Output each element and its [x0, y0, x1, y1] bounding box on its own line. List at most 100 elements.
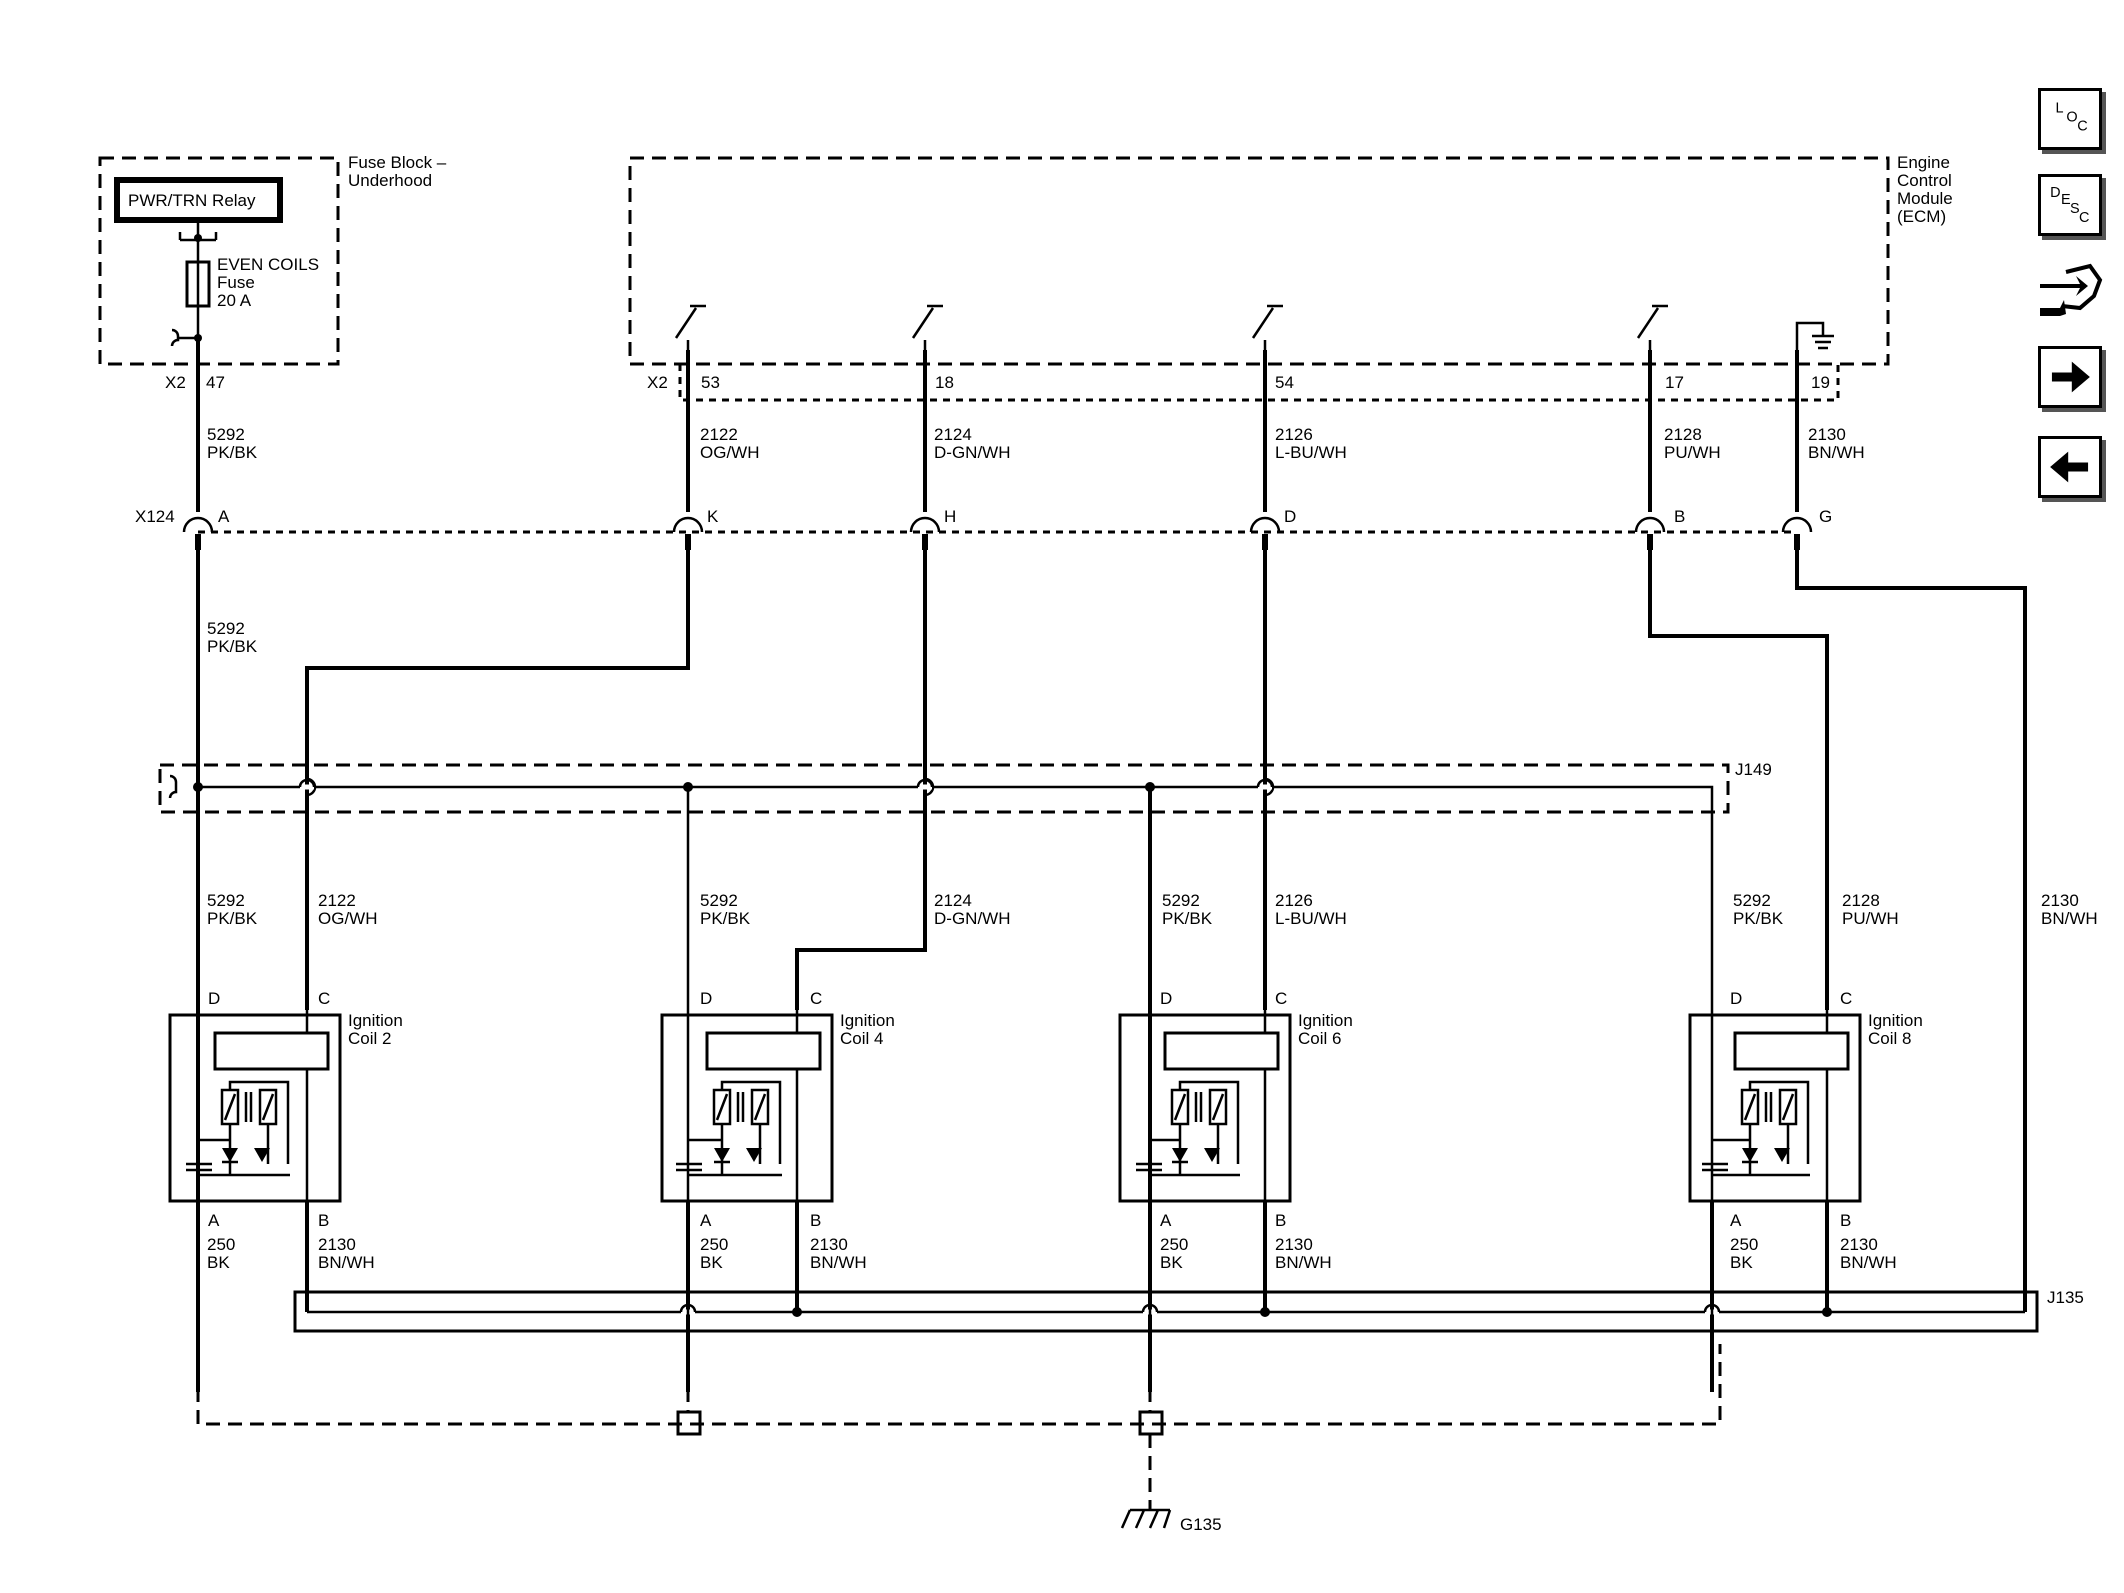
svg-text:2128: 2128: [1664, 425, 1702, 444]
svg-text:G: G: [1819, 507, 1832, 526]
svg-text:S: S: [2070, 201, 2080, 217]
ecm-title-4: (ECM): [1897, 207, 1946, 226]
j135-label: J135: [2047, 1288, 2084, 1307]
svg-text:B: B: [318, 1211, 329, 1230]
svg-text:5292: 5292: [700, 891, 738, 910]
svg-text:D: D: [1730, 989, 1742, 1008]
svg-text:2124: 2124: [934, 891, 972, 910]
svg-text:C: C: [1840, 989, 1852, 1008]
svg-text:B: B: [810, 1211, 821, 1230]
svg-text:Coil 4: Coil 4: [840, 1029, 883, 1048]
svg-text:BN/WH: BN/WH: [1840, 1253, 1897, 1272]
svg-text:2122: 2122: [318, 891, 356, 910]
svg-text:OG/WH: OG/WH: [318, 909, 378, 928]
svg-text:L-BU/WH: L-BU/WH: [1275, 443, 1347, 462]
ecm-switch-17: [1636, 304, 1668, 350]
svg-text:C: C: [318, 989, 330, 1008]
ecm-switch-18: [911, 304, 943, 350]
svg-text:B: B: [1840, 1211, 1851, 1230]
svg-text:C: C: [1275, 989, 1287, 1008]
svg-text:PU/WH: PU/WH: [1664, 443, 1721, 462]
ecm-title-2: Control: [1897, 171, 1952, 190]
fuse-rating: 20 A: [217, 291, 252, 310]
svg-text:PK/BK: PK/BK: [207, 637, 258, 656]
svg-text:D: D: [2050, 185, 2060, 201]
fuse-block-title: Fuse Block –: [348, 153, 447, 172]
svg-text:C: C: [2079, 210, 2089, 226]
svg-text:5292: 5292: [207, 425, 245, 444]
arrow-right-icon[interactable]: [2038, 346, 2102, 408]
svg-text:5292: 5292: [207, 891, 245, 910]
ecm: Engine Control Module (ECM) X2 53 18 54 …: [628, 153, 1953, 402]
loc-button[interactable]: L O C: [2038, 88, 2102, 150]
svg-text:O: O: [2066, 110, 2077, 126]
svg-text:Coil 2: Coil 2: [348, 1029, 391, 1048]
j149-label: J149: [1735, 760, 1772, 779]
svg-text:PK/BK: PK/BK: [1733, 909, 1784, 928]
svg-text:BK: BK: [207, 1253, 230, 1272]
svg-text:D-GN/WH: D-GN/WH: [934, 909, 1010, 928]
svg-text:K: K: [707, 507, 719, 526]
wires-bottom: [196, 1201, 1829, 1392]
svg-text:250: 250: [207, 1235, 235, 1254]
svg-text:5292: 5292: [1733, 891, 1771, 910]
svg-text:2124: 2124: [934, 425, 972, 444]
ground-g135: G135: [196, 1344, 1722, 1534]
svg-text:L: L: [2056, 101, 2064, 117]
wires-middle: [196, 550, 2027, 1344]
ignition-coil-6: D C Ignition Coil 6 A B: [1118, 989, 1353, 1230]
fuse-block-subtitle: Underhood: [348, 171, 432, 190]
ignition-coil-4: D C Ignition Coil 4 A B: [660, 989, 895, 1230]
ignition-coil-8: D C Ignition Coil 8 A B: [1688, 989, 1923, 1230]
svg-text:Ignition: Ignition: [1868, 1011, 1923, 1030]
ecm-pin-19: 19: [1811, 373, 1830, 392]
svg-text:Ignition: Ignition: [348, 1011, 403, 1030]
svg-text:BK: BK: [1160, 1253, 1183, 1272]
ecm-title-3: Module: [1897, 189, 1953, 208]
fuse-block: Fuse Block – Underhood PWR/TRN Relay EVE…: [98, 153, 447, 392]
ecm-pin-54: 54: [1275, 373, 1294, 392]
wire-labels-coil-inputs: 5292 PK/BK 2122 OG/WH 5292 PK/BK 2124 D-…: [207, 891, 2098, 928]
j149-splice: J149: [158, 760, 1772, 1010]
ecm-pin-53: 53: [701, 373, 720, 392]
x124-label: X124: [135, 507, 175, 526]
svg-text:BK: BK: [700, 1253, 723, 1272]
relay-label: PWR/TRN Relay: [128, 191, 256, 210]
x124-connector: X124 A K H D B G: [135, 507, 1832, 550]
svg-text:2130: 2130: [318, 1235, 356, 1254]
svg-text:Coil 8: Coil 8: [1868, 1029, 1911, 1048]
ecm-switch-54: [1251, 304, 1283, 350]
fuse-block-connector: X2: [165, 373, 186, 392]
svg-text:2126: 2126: [1275, 425, 1313, 444]
svg-text:D-GN/WH: D-GN/WH: [934, 443, 1010, 462]
desc-button[interactable]: D E S C: [2038, 174, 2102, 236]
arrow-left-icon[interactable]: [2038, 436, 2102, 498]
svg-text:A: A: [700, 1211, 712, 1230]
svg-text:PK/BK: PK/BK: [1162, 909, 1213, 928]
svg-text:A: A: [208, 1211, 220, 1230]
svg-text:250: 250: [700, 1235, 728, 1254]
svg-text:BN/WH: BN/WH: [1808, 443, 1865, 462]
svg-text:2122: 2122: [700, 425, 738, 444]
svg-text:A: A: [1160, 1211, 1172, 1230]
svg-text:BN/WH: BN/WH: [810, 1253, 867, 1272]
svg-text:PK/BK: PK/BK: [207, 443, 258, 462]
svg-text:2126: 2126: [1275, 891, 1313, 910]
svg-text:C: C: [810, 989, 822, 1008]
j135-splice: J135: [293, 1288, 2084, 1333]
ecm-title-1: Engine: [1897, 153, 1950, 172]
svg-text:L-BU/WH: L-BU/WH: [1275, 909, 1347, 928]
ecm-pin-18: 18: [935, 373, 954, 392]
svg-text:B: B: [1275, 1211, 1286, 1230]
ignition-coil-2: D C Ignition Coil 2 A B: [168, 989, 403, 1230]
svg-text:2128: 2128: [1842, 891, 1880, 910]
svg-text:D: D: [1160, 989, 1172, 1008]
svg-text:250: 250: [1160, 1235, 1188, 1254]
svg-text:B: B: [1674, 507, 1685, 526]
svg-text:Ignition: Ignition: [1298, 1011, 1353, 1030]
svg-text:C: C: [2077, 119, 2087, 135]
fuse-block-pin: 47: [206, 373, 225, 392]
svg-text:D: D: [208, 989, 220, 1008]
connector-icon[interactable]: [2036, 256, 2104, 328]
